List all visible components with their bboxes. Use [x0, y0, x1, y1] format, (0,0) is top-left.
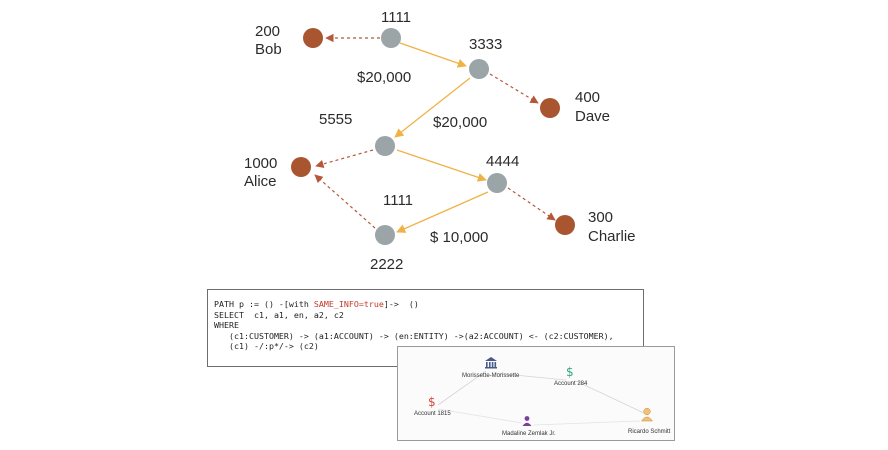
node-dave [540, 98, 560, 118]
label-bob: Bob [255, 41, 282, 58]
edge-5555-4444 [396, 149, 487, 182]
label-200: 200 [255, 23, 280, 40]
transaction-graph: 200 Bob 1111 3333 400 Dave 5555 1000 Ali… [244, 9, 636, 273]
node-5555 [375, 136, 395, 156]
result-edge-1 [493, 372, 567, 381]
query-line-2: SELECT c1, a1, en, a2, c2 [214, 309, 344, 320]
query-line-5: (c1) -/:p*/-> (c2) [214, 341, 319, 352]
node-4444 [487, 173, 507, 193]
result-label-morissette: Morissette-Morissette [462, 373, 520, 379]
label-1000: 1000 [244, 155, 277, 172]
result-edge-3 [437, 408, 523, 424]
result-edge-2 [437, 370, 487, 406]
result-graph-panel: Morissette-Morissette $ Account 284 $ Ac… [397, 346, 675, 441]
label-5555: 5555 [319, 111, 352, 128]
edge-1111-3333 [399, 42, 467, 68]
node-3333 [469, 59, 489, 79]
label-1111a: 1111 [381, 9, 411, 26]
result-edge-4 [575, 380, 649, 416]
edge-4444-300 [507, 187, 556, 221]
edge-label-20000-a: $20,000 [357, 69, 411, 86]
edge-3333-400 [489, 73, 539, 104]
result-label-ricardo: Ricardo Schmitt [628, 429, 671, 435]
result-label-account-1815: Account 1815 [414, 411, 451, 417]
label-400: 400 [575, 89, 600, 106]
query-highlight: SAME_INFO=true [313, 299, 384, 309]
query-line-4: (c1:CUSTOMER) -> (a1:ACCOUNT) -> (en:ENT… [214, 330, 614, 341]
edge-2222-1000 [314, 174, 376, 229]
node-charlie [555, 215, 575, 235]
node-1111a [381, 28, 401, 48]
result-graph: Morissette-Morissette $ Account 284 $ Ac… [414, 357, 671, 437]
node-2222 [375, 225, 395, 245]
result-label-account-284: Account 284 [554, 381, 588, 387]
person-icon-purple [522, 416, 532, 426]
label-alice: Alice [244, 173, 277, 190]
edge-5555-1000 [315, 149, 374, 169]
label-dave: Dave [575, 108, 610, 125]
edge-label-20000-b: $20,000 [433, 114, 487, 131]
green-dollar-icon: $ [566, 365, 574, 379]
label-4444: 4444 [486, 153, 519, 170]
label-charlie: Charlie [588, 228, 636, 245]
query-line-1: PATH p := () -[with SAME_INFO=true]-> () [214, 299, 419, 309]
person-icon-orange [641, 407, 653, 422]
edge-4444-2222 [396, 191, 489, 233]
label-3333: 3333 [469, 36, 502, 53]
edge-label-1111: 1111 [383, 192, 413, 209]
label-300: 300 [588, 209, 613, 226]
node-bob [303, 28, 323, 48]
query-line-3: WHERE [214, 320, 239, 331]
edge-3333-5555 [394, 77, 471, 138]
result-label-madaline: Madaline Zemlak Jr. [502, 431, 556, 437]
pgql-query-box: PATH p := () -[with SAME_INFO=true]-> ()… [207, 289, 644, 367]
edge-label-10000: $ 10,000 [430, 229, 488, 246]
bank-icon [485, 357, 497, 369]
label-2222: 2222 [370, 256, 403, 273]
result-edge-5 [533, 420, 641, 426]
node-alice [291, 157, 311, 177]
red-dollar-icon: $ [428, 395, 436, 409]
